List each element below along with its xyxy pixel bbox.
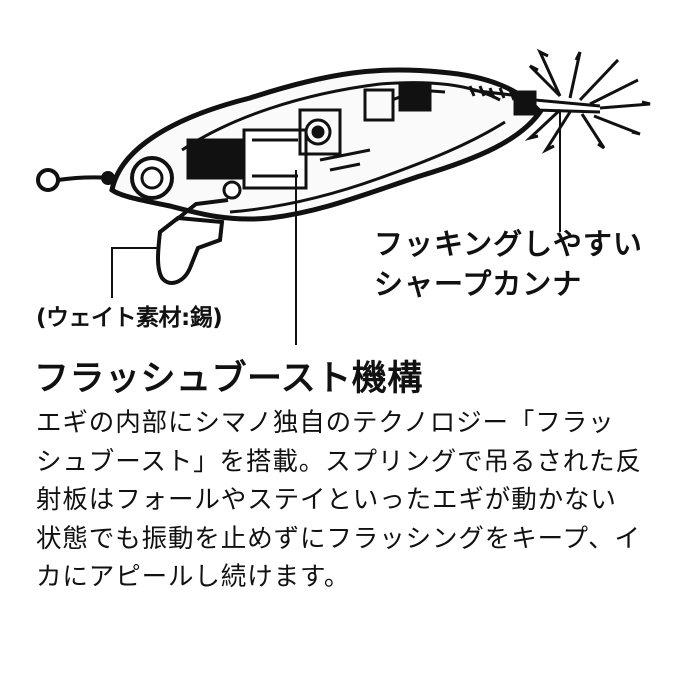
lure-body: [109, 67, 544, 222]
description-line: カにアピールし続けます。: [36, 562, 351, 592]
mechanism-title: フラッシュブースト機構: [34, 359, 423, 399]
description-line: エギの内部にシマノ独自のテクノロジー「フラッ: [36, 408, 615, 438]
weight-callout-line: [111, 247, 158, 298]
hook-label-line: シャープカンナ: [374, 267, 583, 301]
description-paragraph: エギの内部にシマノ独自のテクノロジー「フラッ シュブースト」を搭載。スプリングで…: [36, 404, 676, 597]
lure-eye: [130, 156, 174, 200]
sinker-weight: [156, 180, 242, 285]
inner-frame: [181, 81, 501, 152]
description-line: シュブースト」を搭載。スプリングで吊るされた反: [36, 446, 642, 477]
callout-lines: [111, 112, 561, 345]
line-eye: [36, 168, 115, 192]
egi-lure-diagram: [36, 48, 651, 345]
sharp-hook-label: フッキングしやすい シャープカンナ: [374, 224, 643, 304]
description-line: 状態でも振動を止めずにフラッシングをキープ、イ: [36, 523, 641, 554]
weight-material-label: (ウェイト素材:錫): [36, 305, 223, 331]
hook-kanna: [524, 48, 651, 154]
inner-frame-lower: [229, 120, 506, 214]
tail-shank: [468, 85, 601, 116]
description-line: 射板はフォールやステイといったエギが動かない: [36, 485, 617, 515]
hook-label-line: フッキングしやすい: [374, 227, 643, 261]
